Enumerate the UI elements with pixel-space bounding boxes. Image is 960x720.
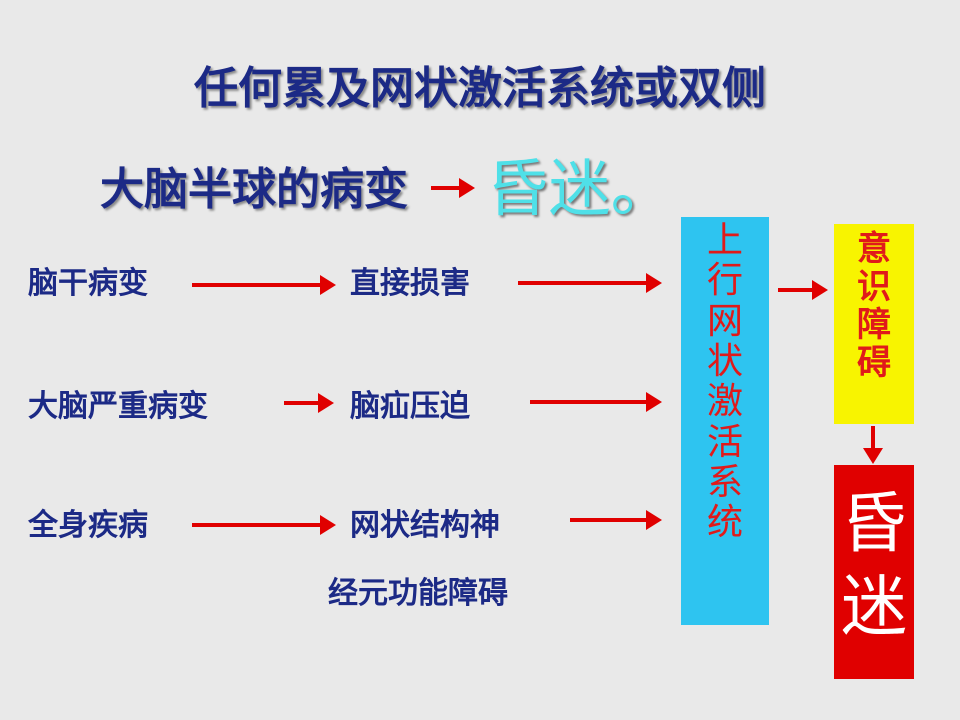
mechanism-3-line2: 经元功能障碍 [328,576,508,611]
ras-char: 行 [706,260,743,302]
arrow-3a [192,515,336,535]
disorder-char: 障 [857,305,891,346]
ras-char: 网 [706,300,743,342]
ras-char: 状 [706,340,743,382]
coma-char: 昏 [841,485,907,562]
arrow-3b [570,510,662,530]
disorder-char: 碍 [857,343,891,384]
arrow-2b [530,392,662,412]
arrow-disorder-to-coma [863,426,883,464]
coma-box: 昏 迷 [834,465,914,679]
cause-2: 大脑严重病变 [28,389,208,424]
ras-char: 统 [706,502,743,544]
consciousness-disorder-box: 意 识 障 碍 [834,224,914,424]
ras-char: 上 [706,220,743,261]
title-result: 昏迷。 [486,152,673,225]
mechanism-2: 脑疝压迫 [350,389,470,424]
ras-box: 上 行 网 状 激 活 系 统 [681,217,769,625]
arrow-1b [518,273,662,293]
cause-3: 全身疾病 [28,508,148,543]
cause-1: 脑干病变 [28,266,148,301]
ras-char: 激 [706,381,743,423]
disorder-char: 识 [857,267,891,308]
arrow-1a [192,275,336,295]
title-line-2-text: 大脑半球的病变 [100,164,408,215]
ras-char: 活 [706,421,743,463]
title-arrow [431,178,476,198]
ras-char: 系 [706,461,743,503]
mechanism-3: 网状结构神 [350,508,500,543]
arrow-ras-to-disorder [778,280,828,300]
arrow-2a [284,393,334,413]
disorder-char: 意 [857,229,891,269]
title-line-1: 任何累及网状激活系统或双侧 [194,63,766,114]
coma-char: 迷 [841,567,907,645]
title-line-2: 大脑半球的病变 昏迷。 [100,138,673,228]
mechanism-1: 直接损害 [350,266,470,301]
